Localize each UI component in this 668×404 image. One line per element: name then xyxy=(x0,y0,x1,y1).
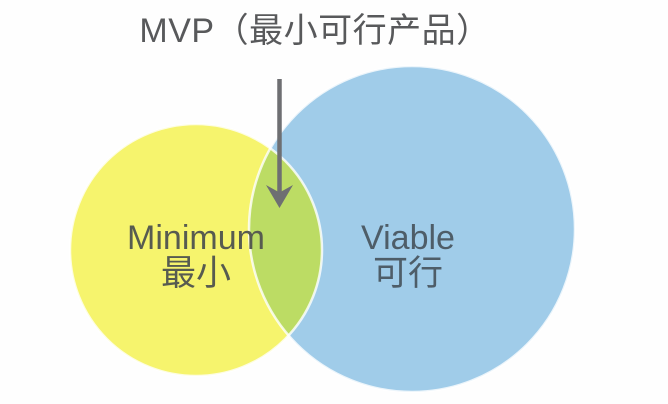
down-arrow-icon xyxy=(266,79,293,208)
viable-label-en: Viable xyxy=(361,219,455,257)
viable-label: Viable 可行 xyxy=(258,220,558,292)
minimum-label: Minimum 最小 xyxy=(46,220,346,292)
viable-circle-edge xyxy=(247,64,577,394)
viable-label-zh: 可行 xyxy=(372,254,443,293)
minimum-circle-edge xyxy=(68,122,324,378)
down-arrow-head xyxy=(266,185,293,208)
minimum-label-zh: 最小 xyxy=(160,254,231,293)
viable-circle xyxy=(249,66,575,392)
minimum-label-en: Minimum xyxy=(127,219,265,257)
diagram-title: MVP（最小可行产品） xyxy=(139,12,491,50)
